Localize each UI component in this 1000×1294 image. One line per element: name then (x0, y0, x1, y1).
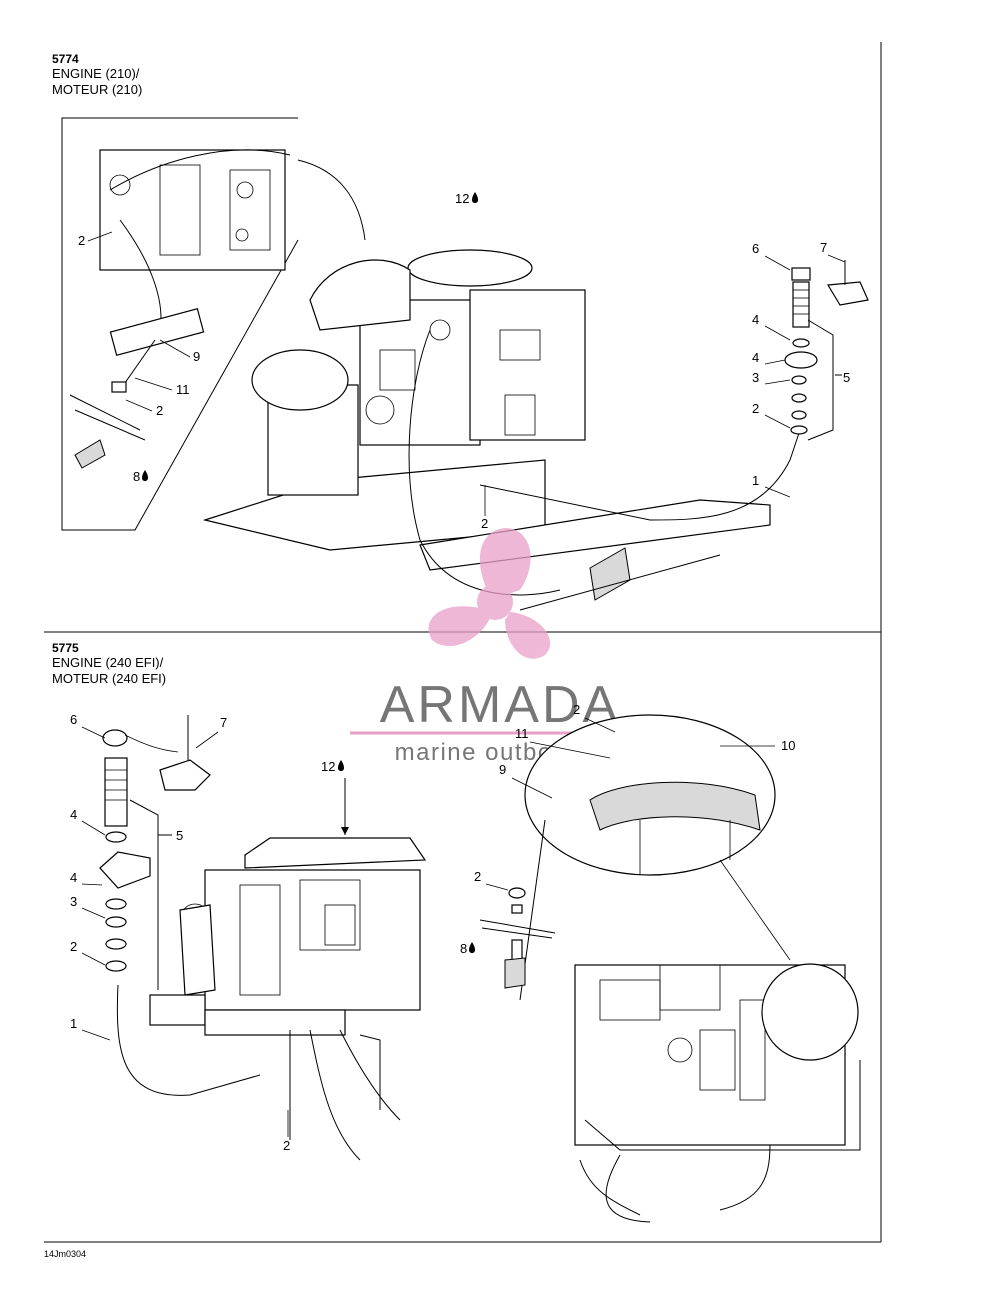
bottom-callout-0: 6 (70, 712, 77, 727)
top-drop-icon-5 (472, 192, 478, 203)
bottom-callout-1: 7 (220, 715, 227, 730)
bottom-leader-6 (81, 952, 106, 966)
top-leader-1 (159, 339, 191, 358)
top-callout-5: 12 (455, 191, 469, 206)
bottom-callout-6: 2 (70, 939, 77, 954)
bottom-arrowhead-8 (341, 827, 349, 835)
top-leader-11 (764, 379, 791, 385)
bottom-callout-9: 2 (283, 1138, 290, 1153)
bottom-callout-15: 8 (460, 941, 467, 956)
top-leader-0 (87, 231, 113, 242)
top-drop-icon-4 (142, 470, 148, 481)
bottom-callout-2: 4 (70, 807, 77, 822)
top-leader-9 (764, 325, 791, 341)
section-title-en-5775: ENGINE (240 EFI)/ (52, 655, 164, 670)
bottom-leader-4 (81, 883, 103, 886)
top-callout-10: 4 (752, 350, 759, 365)
section-code-5774: 5774 (52, 52, 79, 66)
top-callout-8: 7 (820, 240, 827, 255)
top-callout-13: 5 (843, 370, 850, 385)
bottom-drop-icon-15 (469, 942, 475, 953)
top-callout-11: 3 (752, 370, 759, 385)
bottom-leader-5 (81, 907, 106, 919)
top-callout-7: 6 (752, 241, 759, 256)
bottom-callout-8: 12 (321, 759, 335, 774)
top-callout-14: 1 (752, 473, 759, 488)
bottom-callout-11: 11 (515, 726, 529, 741)
bottom-leader-2 (81, 820, 106, 836)
top-leader-2 (134, 377, 173, 391)
top-callout-3: 2 (156, 403, 163, 418)
bottom-leader-7 (81, 1029, 111, 1041)
top-leader-3 (125, 399, 153, 412)
bottom-leader-0 (81, 726, 106, 739)
engine-240efi-left (149, 837, 427, 1161)
engine-240efi-right (574, 963, 861, 1223)
bottom-callout-7: 1 (70, 1016, 77, 1031)
bottom-callout-14: 2 (474, 869, 481, 884)
top-callout-1: 9 (193, 349, 200, 364)
top-callout-2: 11 (176, 382, 190, 397)
top-callout-0: 2 (78, 233, 85, 248)
bottom-leader-14 (485, 883, 509, 891)
propeller-logo (428, 528, 551, 659)
section-code-5775: 5775 (52, 641, 79, 655)
bottom-callout-4: 4 (70, 870, 77, 885)
bottom-drop-icon-8 (338, 760, 344, 771)
detail-inset-210 (61, 117, 366, 531)
detail-circle-240efi (519, 714, 791, 1001)
bottom-leader-10 (584, 717, 616, 733)
bottom-callout-10: 2 (573, 702, 580, 717)
top-leader-10 (764, 359, 786, 365)
section-title-fr-5774: MOTEUR (210) (52, 82, 142, 97)
top-callout-9: 4 (752, 312, 759, 327)
fuel-filler-bottom (99, 715, 261, 1096)
top-callout-12: 2 (752, 401, 759, 416)
section-title-en-5774: ENGINE (210)/ (52, 66, 140, 81)
footer-code: 14Jm0304 (44, 1249, 86, 1259)
top-leader-7 (764, 255, 791, 271)
watermark-brand: ARMADA (380, 676, 620, 734)
bottom-callout-3: 5 (176, 828, 183, 843)
bottom-callout-5: 3 (70, 894, 77, 909)
top-callout-4: 8 (133, 469, 140, 484)
top-callout-6: 2 (481, 516, 488, 531)
top-leader-12 (764, 414, 791, 429)
top-leader-14 (764, 486, 791, 498)
top-leader-8 (827, 254, 846, 263)
bottom-callout-12: 10 (781, 738, 795, 753)
bottom-leader-1 (195, 731, 219, 749)
section-title-fr-5775: MOTEUR (240 EFI) (52, 671, 166, 686)
fuel-line-fitting (479, 887, 556, 989)
bottom-leader-11 (529, 741, 611, 759)
bottom-leader-13 (511, 777, 553, 799)
bottom-callout-13: 9 (499, 762, 506, 777)
fuel-filler-top (784, 260, 869, 441)
